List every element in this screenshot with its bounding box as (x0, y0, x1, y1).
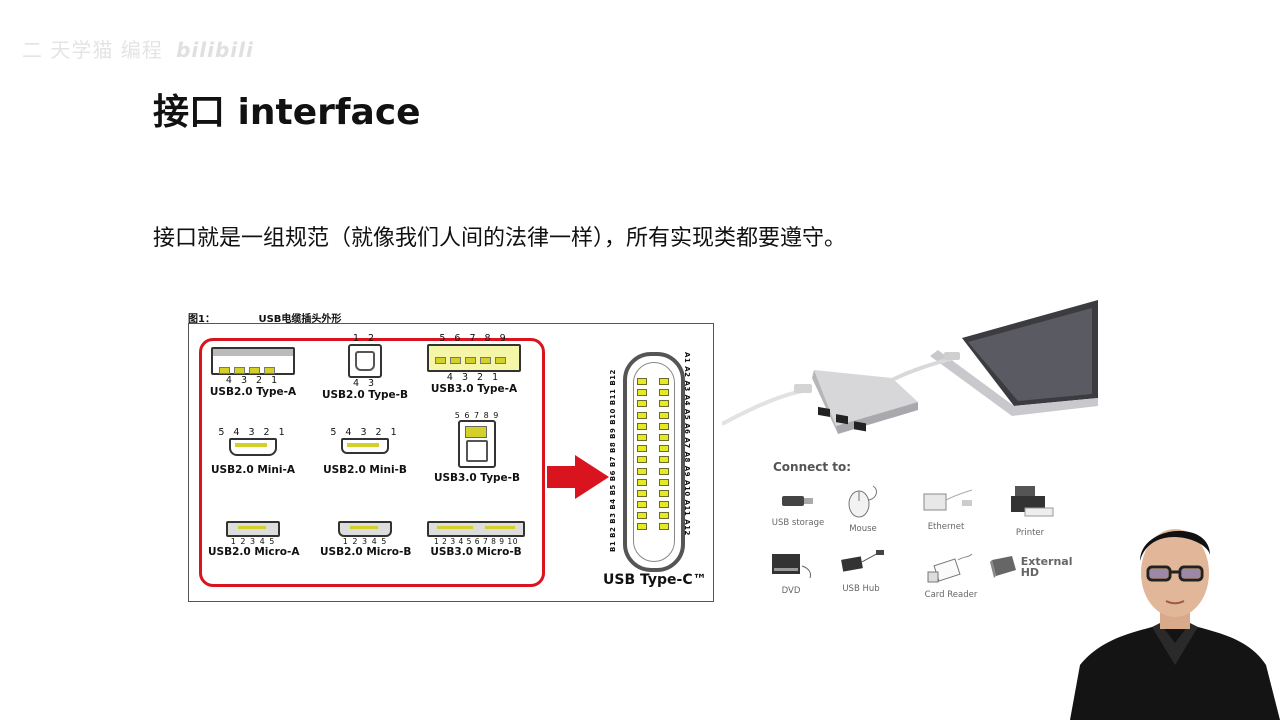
connector-label: USB2.0 Mini-B (323, 464, 407, 476)
usb-c-adapter-photo (721, 298, 1098, 458)
device-label: Mouse (849, 524, 877, 534)
usb-types-group: 4 3 2 1 USB2.0 Type-A 1 2 4 3 USB2.0 Typ… (199, 333, 545, 587)
typec-label: USB Type-C™ (603, 572, 707, 588)
pin-numbers-bottom: 4 3 (352, 378, 378, 389)
connector-label: USB3.0 Type-A (430, 383, 518, 395)
device-label: DVD (781, 586, 801, 596)
arrow-head-icon (575, 455, 609, 499)
usb-hub-icon (834, 548, 888, 581)
device-ethernet: Ethernet (914, 486, 978, 532)
pin-numbers: 5 4 3 2 1 (218, 427, 288, 438)
external-hd-icon (988, 552, 1018, 581)
pin-numbers: 1 2 3 4 5 6 7 8 9 10 (434, 537, 518, 546)
connector-usb2-mini-b: 5 4 3 2 1 USB2.0 Mini-B (320, 427, 410, 476)
connector-label: USB2.0 Type-B (321, 389, 409, 401)
device-usb-hub: USB Hub (834, 548, 888, 594)
connector-usb3-type-a: 5 6 7 8 9 4 3 2 1 USB3.0 Type-A (424, 333, 524, 395)
connector-label: USB3.0 Micro-B (430, 546, 522, 558)
device-dvd: DVD (766, 550, 816, 596)
connector-label: USB3.0 Type-B (433, 472, 521, 484)
figure-frame: 4 3 2 1 USB2.0 Type-A 1 2 4 3 USB2.0 Typ… (188, 323, 714, 602)
card-reader-icon (918, 552, 984, 587)
pin-numbers: 5 4 3 2 1 (330, 427, 400, 438)
connector-label: USB2.0 Micro-A (208, 546, 300, 558)
pin-numbers-top: 5 6 7 8 9 (439, 333, 509, 344)
usb-mini-a-plug-icon (229, 438, 277, 456)
usb-type-c-port-icon (623, 352, 685, 572)
device-external-hd: External HD (988, 552, 1072, 581)
presenter-figure (1070, 529, 1280, 720)
connector-usb2-type-a: 4 3 2 1 USB2.0 Type-A (208, 347, 298, 398)
pin-numbers: 4 3 2 1 (225, 375, 281, 386)
laptop-hub-illustration (721, 300, 1098, 434)
usb3-type-a-plug-icon (427, 344, 521, 372)
device-printer: Printer (1002, 482, 1058, 538)
connector-label: USB2.0 Type-A (209, 386, 297, 398)
typec-b-pin-labels: B1 B2 B3 B4 B5 B6 B7 B8 B9 B10 B11 B12 (609, 369, 617, 552)
device-label: Ethernet (927, 522, 965, 532)
ethernet-icon (914, 486, 978, 519)
device-label: Card Reader (924, 590, 978, 600)
device-usb-storage: USB storage (768, 490, 828, 528)
typec-pins-a-row (659, 378, 669, 535)
usb-type-b-plug-icon (348, 344, 382, 378)
pin-numbers: 1 2 3 4 5 (230, 537, 276, 546)
slide-body: 接口就是一组规范（就像我们人间的法律一样），所有实现类都要遵守。 (153, 226, 847, 251)
usb3-micro-b-plug-icon (427, 521, 525, 537)
arrow-right-icon (547, 466, 577, 488)
dvd-icon (766, 550, 816, 583)
bilibili-logo: bilibili (176, 38, 254, 62)
device-mouse: Mouse (838, 482, 888, 534)
usb-micro-a-plug-icon (226, 521, 280, 537)
connect-to-title: Connect to: (773, 460, 852, 474)
usb-micro-b-plug-icon (338, 521, 392, 537)
pin-numbers-bottom: 4 3 2 1 (446, 372, 502, 383)
connector-usb2-micro-a: 1 2 3 4 5 USB2.0 Micro-A (208, 521, 300, 558)
usb-stick-icon (768, 490, 828, 515)
device-label: USB storage (771, 518, 825, 528)
usb-mini-b-plug-icon (341, 438, 389, 454)
connector-label: USB2.0 Mini-A (211, 464, 295, 476)
figure-caption-text: USB电缆插头外形 (258, 314, 342, 325)
device-card-reader: Card Reader (918, 552, 984, 600)
device-label: USB Hub (842, 584, 880, 594)
connector-usb2-mini-a: 5 4 3 2 1 USB2.0 Mini-A (208, 427, 298, 476)
figure-caption-number: 图1： (188, 314, 215, 325)
usb-type-a-plug-icon (211, 347, 295, 375)
connector-usb2-micro-b: 1 2 3 4 5 USB2.0 Micro-B (320, 521, 412, 558)
connector-usb3-micro-b: 1 2 3 4 5 6 7 8 9 10 USB3.0 Micro-B (424, 521, 528, 558)
mouse-icon (838, 482, 888, 521)
watermark-text: 二 天学猫 编程 (22, 38, 163, 62)
watermark: 二 天学猫 编程 bilibili (22, 34, 254, 63)
connector-usb2-type-b: 1 2 4 3 USB2.0 Type-B (320, 333, 410, 401)
connector-usb3-type-b: 5 6 7 8 9 USB3.0 Type-B (432, 411, 522, 484)
device-label: Printer (1015, 528, 1045, 538)
typec-a-pin-labels: A1 A2 A3 A4 A5 A6 A7 A8 A9 A10 A11 A12 (683, 352, 691, 536)
pin-numbers-top: 1 2 (352, 333, 378, 344)
figure-caption: 图1： USB电缆插头外形 (188, 310, 341, 325)
usb3-type-b-plug-icon (458, 420, 496, 468)
printer-icon (1002, 482, 1058, 525)
presenter-webcam (1070, 515, 1280, 720)
slide-title: 接口 interface (153, 92, 421, 133)
usb-connector-figure: 图1： USB电缆插头外形 4 3 2 1 USB2.0 Type-A 1 2 … (188, 308, 716, 604)
device-label: External HD (1020, 554, 1073, 579)
pin-numbers: 5 6 7 8 9 (454, 411, 500, 420)
typec-pins-b-row (637, 378, 647, 535)
pin-numbers: 1 2 3 4 5 (342, 537, 388, 546)
connector-label: USB2.0 Micro-B (320, 546, 412, 558)
